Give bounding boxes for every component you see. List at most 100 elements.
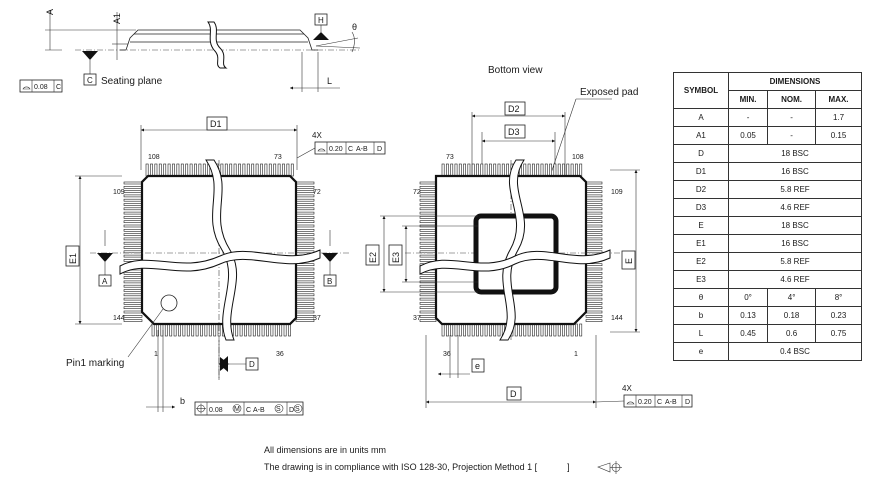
- lead-pin: [450, 323, 454, 337]
- lead-pin: [123, 271, 143, 275]
- value-span-cell: 18 BSC: [728, 144, 862, 163]
- lead-pin: [248, 323, 252, 337]
- lead-pin: [172, 163, 175, 177]
- lead-pin: [419, 181, 437, 185]
- lead-pin: [562, 323, 565, 337]
- position-ref-d: D: [289, 407, 294, 414]
- dim-b-label: b: [180, 396, 185, 406]
- dim-a1-label: A1: [112, 13, 122, 24]
- lead-pin: [123, 293, 143, 297]
- lead-pin: [123, 280, 143, 284]
- lead-pin: [488, 163, 492, 177]
- max-header: MAX.: [815, 90, 862, 109]
- lead-pin: [123, 276, 143, 279]
- pin-1-label: 1: [154, 351, 158, 358]
- lead-pin: [279, 323, 283, 337]
- pin-109-label: 109: [113, 189, 125, 196]
- symbol-cell: E2: [673, 252, 729, 271]
- lead-pin: [270, 323, 274, 337]
- lead-pin: [202, 163, 206, 177]
- symbol-cell: A1: [673, 126, 729, 145]
- lead-pin: [458, 323, 462, 337]
- lead-pin: [484, 163, 488, 177]
- position-ref-c: C: [246, 407, 251, 414]
- max-cell: 8°: [815, 288, 862, 307]
- lead-pin: [160, 323, 164, 337]
- lead-pin: [585, 297, 603, 301]
- lead-pin: [419, 306, 437, 310]
- lead-pin: [445, 163, 449, 177]
- lead-pin: [261, 323, 265, 337]
- lead-pin: [295, 293, 315, 297]
- lead-pin: [273, 163, 277, 177]
- datum-c-box-label: C: [87, 76, 93, 85]
- lead-pin: [585, 280, 603, 284]
- bv-profile-ref-d: D: [685, 399, 690, 406]
- symbol-cell: L: [673, 324, 729, 343]
- lead-pin: [123, 310, 143, 314]
- lead-pin: [239, 323, 243, 337]
- dim-a-label: A: [45, 9, 55, 15]
- lead-pin: [419, 289, 437, 292]
- lead-pin: [123, 190, 143, 193]
- lead-pin: [419, 241, 437, 245]
- dim-e3-label: E3: [391, 252, 401, 263]
- lead-pin: [295, 229, 315, 232]
- lead-pin: [441, 163, 445, 177]
- lead-pin: [585, 211, 603, 215]
- top-view: D1 4X 0.20 C A-B D 108 73 109 72 144 3: [65, 116, 386, 416]
- symbol-cell: D2: [673, 180, 729, 199]
- lead-pin: [419, 297, 437, 301]
- four-x-label: 4X: [312, 131, 322, 140]
- lead-pin: [295, 241, 315, 245]
- lead-pin: [476, 163, 479, 177]
- lead-pin: [419, 220, 437, 223]
- lead-pin: [497, 163, 501, 177]
- lead-pin: [229, 163, 233, 177]
- lead-pin: [251, 163, 255, 177]
- lead-pin: [123, 194, 143, 198]
- value-span-cell: 0.4 BSC: [728, 342, 862, 361]
- lead-pin: [585, 267, 603, 271]
- lead-pin: [419, 276, 437, 279]
- lead-pin: [295, 246, 315, 249]
- bv-pin-108-label: 108: [572, 154, 584, 161]
- lead-pin: [585, 246, 603, 249]
- min-cell: 0°: [727, 288, 769, 307]
- lead-pin: [123, 237, 143, 241]
- lead-pin: [585, 233, 603, 236]
- lead-pin: [295, 319, 315, 322]
- lead-pin: [295, 216, 315, 219]
- lead-pin: [544, 323, 548, 337]
- nom-cell: 0.18: [767, 306, 817, 325]
- lead-pin: [200, 323, 203, 337]
- lead-pin: [419, 246, 437, 249]
- lead-pin: [224, 163, 228, 177]
- dim-d3-label: D3: [508, 127, 520, 137]
- lead-pin: [419, 237, 437, 241]
- lead-pin: [123, 186, 143, 189]
- symbol-cell: θ: [673, 288, 729, 307]
- lead-pin: [527, 323, 531, 337]
- lead-pin: [145, 163, 149, 177]
- lead-pin: [441, 323, 445, 337]
- symbol-cell: D: [673, 144, 729, 163]
- lead-pin: [290, 163, 294, 177]
- lead-pin: [277, 163, 281, 177]
- lead-pin: [480, 323, 484, 337]
- lead-pin: [295, 194, 315, 198]
- lead-pin: [531, 163, 535, 177]
- lead-pin: [295, 263, 315, 267]
- lead-pin: [570, 323, 574, 337]
- lead-pin: [419, 233, 437, 236]
- lead-pin: [123, 289, 143, 292]
- lead-pin: [419, 254, 437, 258]
- lead-pin: [419, 198, 437, 202]
- lead-pin: [182, 323, 186, 337]
